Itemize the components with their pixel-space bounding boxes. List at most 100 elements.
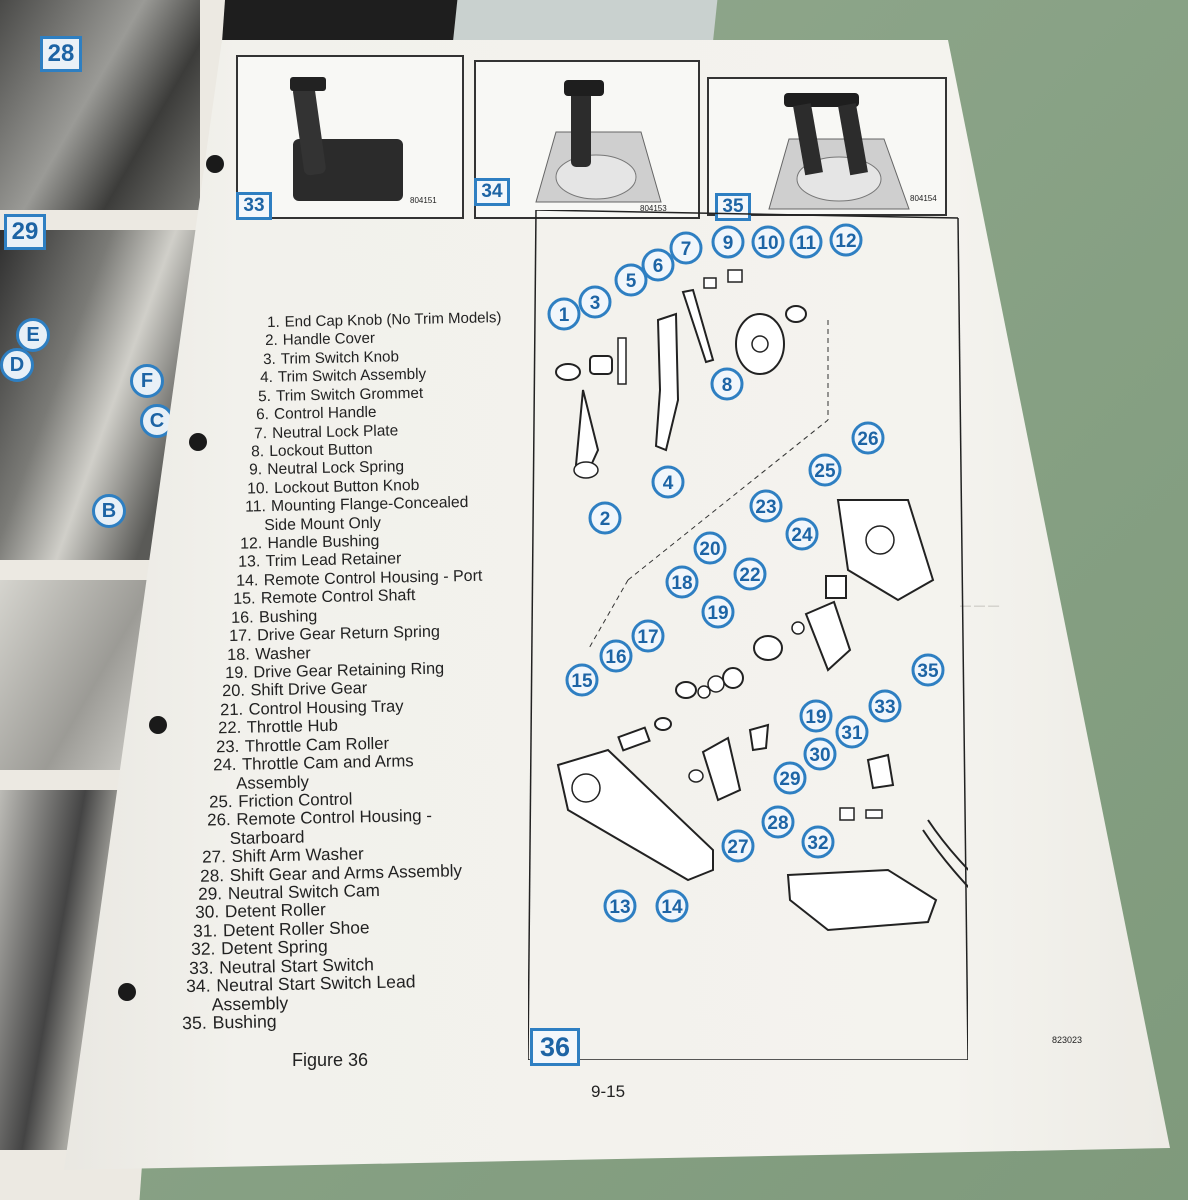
callout-label: 25 <box>814 461 836 482</box>
legend-text: Control Handle <box>273 403 377 424</box>
legend-number: 9. <box>249 461 263 479</box>
legend-text: Bushing <box>212 1011 277 1034</box>
callout-circle <box>799 699 833 733</box>
left-circle-f: F <box>130 364 164 398</box>
photo-label-35: 35 <box>715 193 751 221</box>
left-callout-28: 28 <box>40 36 82 72</box>
callout-circle <box>588 501 622 535</box>
left-callout-29: 29 <box>4 214 46 250</box>
left-circle-e: E <box>16 318 50 352</box>
legend-number: 14. <box>235 571 259 590</box>
callout-label: 3 <box>590 293 601 314</box>
bleed-text: — — — <box>960 600 1000 612</box>
callout-label: 26 <box>857 429 878 450</box>
callout-circle <box>749 489 783 523</box>
legend-number: 30. <box>195 902 220 923</box>
callout-label: 28 <box>767 813 788 834</box>
exploded-diagram: 1234567891011121314151617181919202122232… <box>528 210 968 1060</box>
legend-text: Trim Switch Grommet <box>275 384 424 405</box>
callout-label: 12 <box>835 231 856 252</box>
legend-text: Remote Control Shaft <box>261 586 416 608</box>
callout-circle <box>701 595 735 629</box>
legend-number: 32. <box>190 939 216 960</box>
callout-label: 14 <box>661 897 683 918</box>
binding-hole <box>118 983 136 1001</box>
legend-number: 24. <box>213 755 237 775</box>
callout-circle <box>665 565 699 599</box>
callout-circle <box>578 285 612 319</box>
legend-number: 27. <box>202 847 227 868</box>
legend-number: 34. <box>186 976 212 997</box>
callout-circle <box>835 715 869 749</box>
callout-circle <box>808 453 842 487</box>
legend-text: Lockout Button <box>269 440 374 461</box>
legend-text: Trim Switch Knob <box>280 347 399 368</box>
callout-label: 10 <box>757 233 778 254</box>
legend-text: Trim Lead Retainer <box>265 549 402 571</box>
callout-circle <box>751 225 785 259</box>
left-circle-d: D <box>0 348 34 382</box>
photo-box-34 <box>474 60 700 219</box>
photo-code-34: 804153 <box>640 204 667 213</box>
control-lever-photo-35 <box>768 93 910 210</box>
legend-number: 16. <box>231 608 254 627</box>
legend-number: 10. <box>246 479 269 498</box>
callout-circle <box>655 889 689 923</box>
callout-circle <box>693 531 727 565</box>
callout-label: 29 <box>779 769 800 790</box>
legend-number: 35. <box>181 1013 208 1034</box>
callout-circle <box>761 805 795 839</box>
callout-label: 22 <box>739 565 760 586</box>
figure-caption: Figure 36 <box>292 1050 369 1070</box>
control-lever-photo-34 <box>535 80 662 203</box>
legend-item: 16.Bushing <box>231 607 318 627</box>
callout-label: 24 <box>791 525 813 546</box>
legend-text: Trim Switch Assembly <box>278 365 427 387</box>
callout-label: 30 <box>809 745 830 766</box>
callout-label: 19 <box>707 603 728 624</box>
callout-circle <box>711 225 745 259</box>
legend-item: 35.Bushing <box>181 1011 277 1034</box>
callout-circle <box>801 825 835 859</box>
legend-number: 12. <box>240 534 263 553</box>
callout-label: 2 <box>600 509 611 530</box>
legend-text: Throttle Hub <box>246 716 338 738</box>
callout-circle <box>565 663 599 697</box>
page-number: 9-15 <box>591 1082 626 1101</box>
callout-circle <box>547 297 581 331</box>
callout-circle <box>641 248 675 282</box>
callout-circle <box>631 619 665 653</box>
callout-circle <box>911 653 945 687</box>
callout-label: 8 <box>722 375 733 396</box>
legend-number: 11. <box>244 497 266 516</box>
callout-circle <box>614 263 648 297</box>
left-photo-28 <box>0 0 200 210</box>
gray-sheet <box>452 0 718 45</box>
legend-text: Neutral Lock Plate <box>271 421 398 442</box>
photo-code-35: 804154 <box>910 194 937 203</box>
legend-number: 23. <box>215 737 240 757</box>
callout-circle <box>773 761 807 795</box>
callout-label: 9 <box>723 233 734 254</box>
callout-label: 1 <box>559 305 570 326</box>
legend-item: 6.Control Handle <box>256 403 377 424</box>
legend-item: 3.Trim Switch Knob <box>262 347 399 368</box>
callout-circle <box>733 557 767 591</box>
callout-label: 17 <box>637 627 658 648</box>
callout-label: 7 <box>681 239 692 260</box>
legend-text: Assembly <box>236 772 310 793</box>
legend-number: 4. <box>260 368 274 387</box>
legend-text: Throttle Cam and Arms <box>242 751 415 775</box>
legend-item: 8.Lockout Button <box>251 440 374 461</box>
legend-text: Side Mount Only <box>264 513 382 534</box>
callout-label: 11 <box>796 233 817 254</box>
legend-number: 8. <box>251 442 265 461</box>
legend-text: Washer <box>254 643 311 664</box>
callout-label: 13 <box>609 897 630 918</box>
binding-hole <box>149 716 167 734</box>
callout-circle <box>868 689 902 723</box>
control-lever-photo-33 <box>290 77 403 201</box>
callout-label: 31 <box>841 723 863 744</box>
photo-box-33 <box>236 55 464 219</box>
